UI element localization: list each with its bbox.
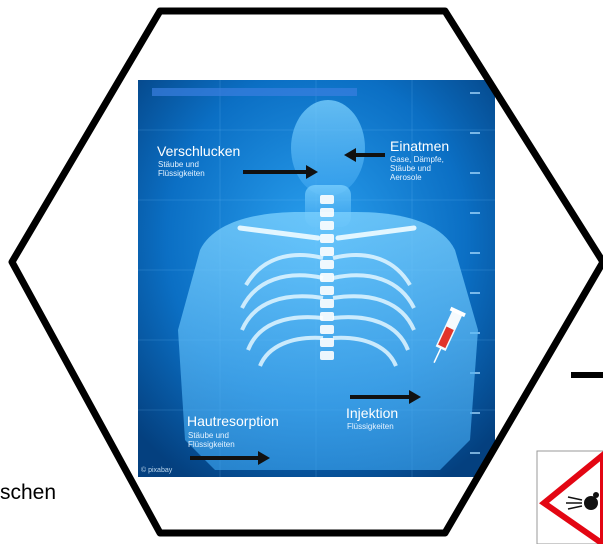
label-verschlucken: Verschlucken [157, 143, 240, 159]
label-injektion: Injektion [346, 405, 398, 421]
label-hautresorption: Hautresorption [187, 413, 279, 429]
label-injektion-sub: Flüssigkeiten [347, 422, 394, 431]
label-einatmen-sub-line: Stäube und [390, 164, 444, 173]
label-hautresorption-sub-line: Flüssigkeiten [188, 440, 235, 449]
label-einatmen-sub-line: Gase, Dämpfe, [390, 155, 444, 164]
label-verschlucken-sub-line: Stäube und [158, 160, 205, 169]
label-hautresorption-sub: Stäube und Flüssigkeiten [188, 431, 235, 449]
label-einatmen-sub: Gase, Dämpfe, Stäube und Aerosole [390, 155, 444, 182]
image-credit: © pixabay [141, 467, 172, 474]
cut-off-caption: schen [0, 481, 56, 505]
label-hautresorption-sub-line: Stäube und [188, 431, 235, 440]
label-verschlucken-sub-line: Flüssigkeiten [158, 169, 205, 178]
label-verschlucken-sub: Stäube und Flüssigkeiten [158, 160, 205, 178]
label-einatmen: Einatmen [390, 138, 449, 154]
label-einatmen-sub-line: Aerosole [390, 173, 444, 182]
